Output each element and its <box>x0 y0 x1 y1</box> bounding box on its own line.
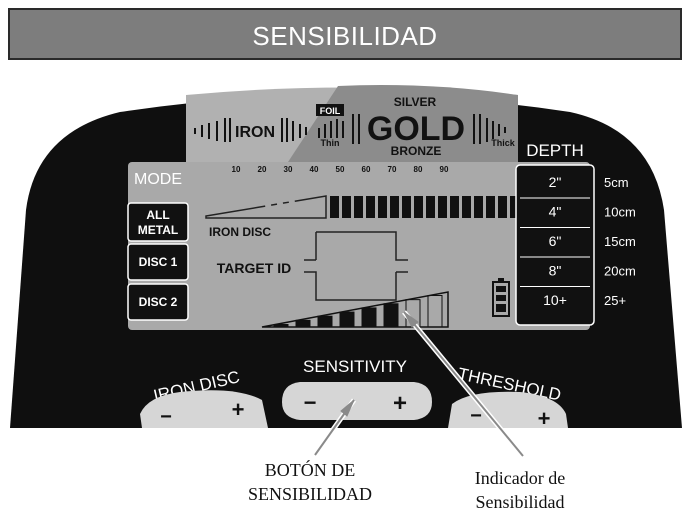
iron-disc-segment <box>354 196 363 218</box>
depth-value: 2" <box>549 174 562 190</box>
scale-thick-label: Thick <box>491 138 516 148</box>
sensitivity-segment-on <box>295 319 311 328</box>
sensitivity-plus[interactable]: + <box>393 390 407 417</box>
title-bar: SENSIBILIDAD <box>8 8 682 60</box>
sensitivity-indicator-caption-line2: Sensibilidad <box>475 492 565 512</box>
scale-bars-left <box>194 118 307 142</box>
mode-disc-1 <box>127 243 189 281</box>
iron-disc-segment <box>378 196 387 218</box>
depth-value: 6" <box>549 233 562 249</box>
depth-cm-value: 5cm <box>604 175 629 190</box>
sensitivity-button-callout-arrow <box>312 398 357 457</box>
sensitivity-indicator-callout-arrow <box>402 310 525 458</box>
sensitivity-button-label: SENSITIVITY <box>303 357 407 376</box>
scale-iron-label: IRON <box>235 124 275 141</box>
threshold-minus[interactable]: − <box>470 405 482 427</box>
battery-terminal <box>498 278 504 282</box>
iron-disc-segments <box>330 196 519 218</box>
depth-cm-value: 20cm <box>604 264 636 279</box>
scale-thin-label: Thin <box>321 138 340 148</box>
iron-disc-segment <box>510 196 519 218</box>
scale-tick-label: 80 <box>414 165 423 174</box>
iron-disc-segment <box>486 196 495 218</box>
scale-tick-label: 30 <box>284 165 293 174</box>
page-title: SENSIBILIDAD <box>252 21 438 51</box>
depth-panel <box>515 164 595 326</box>
iron-disc-segment <box>474 196 483 218</box>
iron-disc-segment <box>366 196 375 218</box>
depth-value: 10+ <box>543 292 567 308</box>
mode-disc-1-label: DISC 1 <box>139 255 178 269</box>
scale-gold-label: GOLD <box>367 110 465 148</box>
depth-value: 8" <box>549 263 562 279</box>
sensitivity-segment-on <box>273 323 289 328</box>
sensitivity-segment-off <box>427 295 443 328</box>
iron-disc-segment <box>462 196 471 218</box>
target-scale-dark-zone <box>288 85 518 162</box>
mode-disc-2 <box>127 283 189 321</box>
scale-tick-label: 40 <box>310 165 319 174</box>
iron-disc-button[interactable]: − + <box>140 390 268 428</box>
scale-tick-label: 20 <box>258 165 267 174</box>
sensitivity-indicator-caption: Indicador de Sensibilidad <box>445 466 595 514</box>
scale-tick-label: 10 <box>232 165 241 174</box>
sensitivity-indicator <box>273 295 443 328</box>
scale-tick-label: 60 <box>362 165 371 174</box>
depth-label: DEPTH <box>526 141 584 160</box>
sensitivity-segment-on <box>383 303 399 328</box>
iron-disc-segment <box>426 196 435 218</box>
mode-label: MODE <box>134 171 182 188</box>
iron-disc-segment <box>402 196 411 218</box>
depth-cm-value: 25+ <box>604 293 626 308</box>
scale-tick-label: 90 <box>440 165 449 174</box>
sensitivity-button-caption: BOTÓN DE SENSIBILIDAD <box>210 458 410 506</box>
iron-disc-wedge <box>205 195 327 219</box>
scale-bars-foil <box>318 114 506 144</box>
depth-cm-value: 10cm <box>604 205 636 220</box>
iron-disc-plus[interactable]: + <box>232 397 245 422</box>
sensitivity-segment-on <box>361 307 377 328</box>
iron-disc-segment <box>414 196 423 218</box>
iron-disc-segment <box>330 196 339 218</box>
target-id-box <box>304 231 408 301</box>
iron-disc-segment <box>390 196 399 218</box>
mode-all-metal <box>127 202 189 242</box>
sensitivity-wedge <box>261 291 449 328</box>
iron-disc-minus[interactable]: − <box>160 406 172 428</box>
depth-rows: 2" 5cm 4" 10cm 6" 15cm 8" 20cm 10+ 25+ <box>520 174 636 308</box>
threshold-plus[interactable]: + <box>538 406 551 431</box>
sensitivity-button[interactable]: − + <box>282 382 432 420</box>
scale-silver-label: SILVER <box>394 95 437 109</box>
mode-all-metal-line1: ALL <box>146 208 169 222</box>
sensitivity-button-caption-line1: BOTÓN DE <box>264 460 356 480</box>
depth-cm-value: 15cm <box>604 234 636 249</box>
target-id-label: TARGET ID <box>217 260 291 276</box>
iron-disc-lcd-label: IRON DISC <box>209 225 271 239</box>
foil-badge <box>316 104 344 116</box>
battery-cells <box>496 286 506 312</box>
iron-disc-segment <box>438 196 447 218</box>
iron-disc-segment <box>450 196 459 218</box>
sensitivity-indicator-caption-line1: Indicador de <box>474 468 566 488</box>
scale-foil-label: FOIL <box>320 106 341 116</box>
mode-all-metal-line2: METAL <box>138 223 178 237</box>
iron-disc-segment <box>498 196 507 218</box>
sensitivity-minus[interactable]: − <box>304 390 317 415</box>
iron-disc-segment <box>342 196 351 218</box>
sensitivity-button-caption-line2: SENSIBILIDAD <box>248 484 372 504</box>
scale-ticks: 10 20 30 40 50 60 70 80 90 <box>232 165 449 174</box>
scale-tick-label: 50 <box>336 165 345 174</box>
sensitivity-segment-on <box>317 315 333 328</box>
sensitivity-segment-on <box>339 311 355 328</box>
scale-bronze-label: BRONZE <box>391 144 442 158</box>
depth-value: 4" <box>549 204 562 220</box>
mode-disc-2-label: DISC 2 <box>139 295 178 309</box>
scale-tick-label: 70 <box>388 165 397 174</box>
